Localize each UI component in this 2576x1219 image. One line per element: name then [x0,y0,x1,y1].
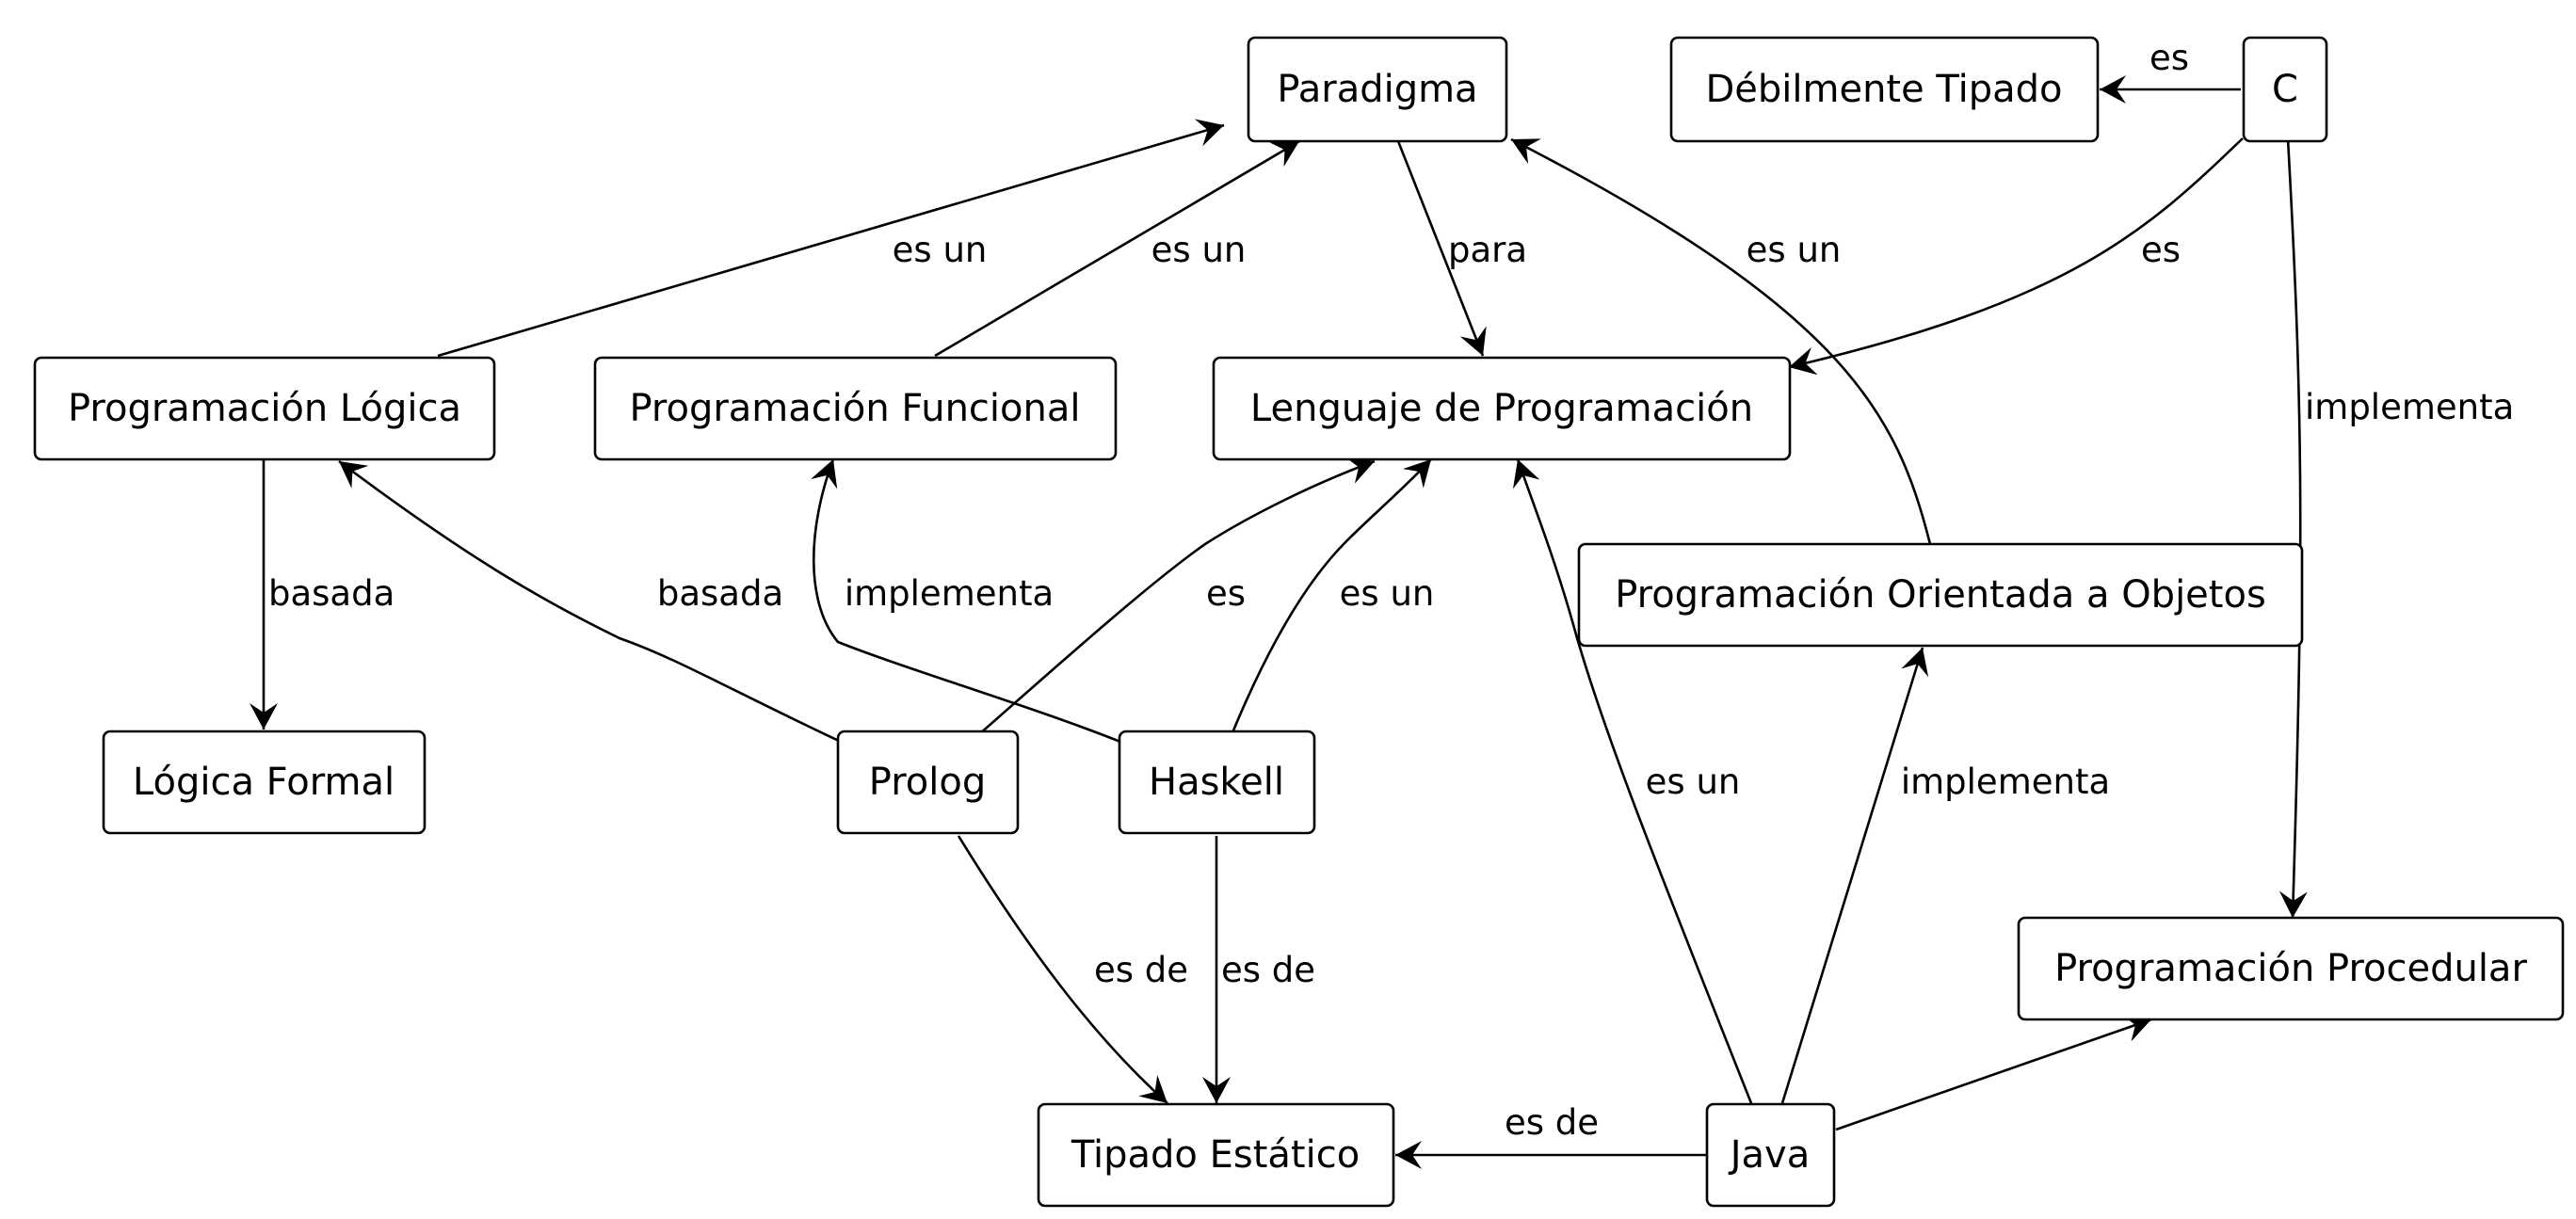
edge-line [1788,137,2244,376]
edge-line [811,458,1121,744]
node-box [1037,1102,1395,1208]
edge-label: es [1206,573,1246,614]
edge-line [1780,647,1929,1104]
edge-line [2278,137,2308,919]
edge-line [957,835,1168,1104]
edge-label: basada [657,573,783,614]
edge-label: es de [1094,950,1188,990]
nodes: Paradigma Débilmente Tipado C Programaci… [33,36,2565,1208]
node-label: Java [1728,1133,1811,1177]
node-label: Haskell [1149,761,1284,804]
edge-line [1512,458,1753,1104]
edge-logica-paradigma: es un [437,119,1225,358]
node-label: Paradigma [1277,68,1477,111]
edge-line [978,457,1376,735]
edge-paradigma-lenguaje: para [1396,140,1527,357]
node-label: Programación Lógica [68,387,461,430]
edge-label: implementa [2305,387,2514,427]
edge-logica-formal: basada [250,459,394,730]
edge-prolog-lenguaje: es [978,457,1376,735]
edge-label: es [2149,38,2189,78]
node-programacion-orientada-a-objetos[interactable]: Programación Orientada a Objetos [1577,542,2304,648]
edge-line [1510,137,1932,545]
edge-label: es de [1221,950,1315,990]
node-box [1705,1102,1836,1208]
node-box [1577,542,2304,648]
edge-line [437,119,1225,358]
edge-label: es [2141,230,2181,270]
node-paradigma[interactable]: Paradigma [1247,36,1508,143]
edge-java-poo: implementa [1780,647,2110,1104]
edge-label: basada [268,573,394,614]
node-label: Prolog [869,761,986,804]
node-box [2242,36,2328,143]
node-box [1212,356,1792,461]
node-label: Lenguaje de Programación [1250,387,1753,430]
edge-label: es de [1505,1102,1599,1143]
edge-label: es un [893,230,988,270]
edge-java-lenguaje: es un [1512,458,1753,1104]
node-box [102,730,427,835]
node-lenguaje-de-programacion[interactable]: Lenguaje de Programación [1212,356,1792,461]
node-programacion-procedular[interactable]: Programación Procedular [2017,916,2565,1021]
node-box [2017,916,2565,1021]
edge-line [934,139,1300,358]
edge-label: es un [1340,573,1435,614]
edge-haskell-tipado: es de [1202,836,1315,1103]
node-tipado-estatico[interactable]: Tipado Estático [1037,1102,1395,1208]
node-debilmente-tipado[interactable]: Débilmente Tipado [1669,36,2100,143]
node-haskell[interactable]: Haskell [1118,730,1316,835]
node-box [593,356,1118,461]
edge-java-tipado: es de [1395,1102,1706,1169]
node-programacion-funcional[interactable]: Programación Funcional [593,356,1118,461]
edge-label: es un [1747,230,1842,270]
edge-line [1835,1015,2152,1131]
node-box [33,356,496,461]
edges: es es un es un para es un es implementa [250,38,2514,1169]
node-label: Programación Procedular [2054,947,2527,990]
edge-prolog-logica: basada [338,459,842,744]
edge-poo-paradigma: es un [1510,137,1932,545]
edge-label: implementa [1901,762,2110,802]
node-c[interactable]: C [2242,36,2328,143]
edge-line [1232,458,1432,731]
edge-funcional-paradigma: es un [934,139,1300,358]
node-logica-formal[interactable]: Lógica Formal [102,730,427,835]
node-label: Programación Orientada a Objetos [1615,573,2266,617]
node-label: Lógica Formal [133,761,394,804]
node-box [836,730,1020,835]
edge-haskell-funcional: implementa [811,458,1121,744]
edge-label: para [1448,230,1527,270]
node-box [1247,36,1508,143]
node-java[interactable]: Java [1705,1102,1836,1208]
node-label: Tipado Estático [1071,1133,1360,1177]
node-label: Programación Funcional [629,387,1080,430]
edge-label: es un [1646,762,1741,802]
edge-c-lenguaje: es [1788,137,2244,376]
edge-haskell-lenguaje: es un [1232,458,1435,731]
node-programacion-logica[interactable]: Programación Lógica [33,356,496,461]
node-box [1669,36,2100,143]
edge-java-procedural [1835,1015,2152,1131]
node-label: Débilmente Tipado [1705,68,2062,111]
node-box [1118,730,1316,835]
edge-label: implementa [845,573,1054,614]
edge-c-procedural: implementa [2278,137,2514,919]
node-label: C [2272,68,2298,111]
edge-c-debilmente: es [2100,38,2241,104]
edge-line [338,459,842,744]
node-prolog[interactable]: Prolog [836,730,1020,835]
edge-label: es un [1151,230,1247,270]
edge-prolog-tipado: es de [957,835,1188,1104]
edge-line [1396,140,1487,357]
